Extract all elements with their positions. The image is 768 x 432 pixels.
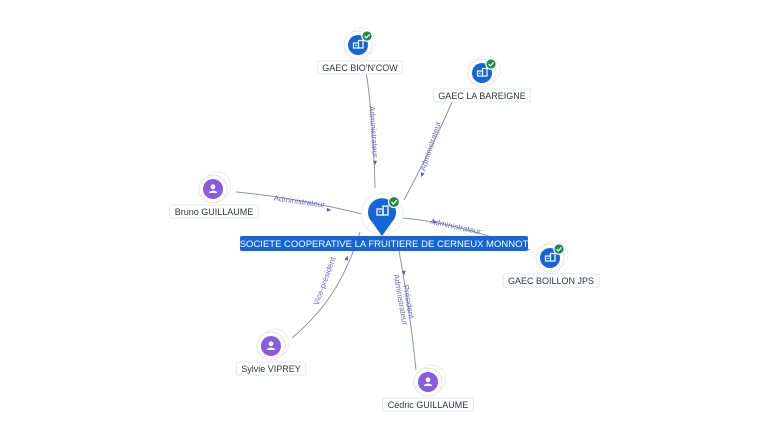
edge-role-label: Administrateur — [429, 217, 482, 237]
edge-gaec-bioncow: Administrateur — [365, 71, 380, 189]
node-label: GAEC LA BAREIGNE — [438, 91, 526, 101]
edge-role-label: Vice-president — [312, 255, 338, 307]
node-cedric-guillaume[interactable]: Cédric GUILLAUME — [382, 364, 474, 412]
edge-role-label: Administrateur — [273, 193, 326, 209]
node-label: GAEC BOILLON JPS — [508, 276, 594, 286]
edge-line — [235, 191, 363, 215]
node-label: Cédric GUILLAUME — [388, 400, 469, 410]
node-label-box — [235, 361, 307, 376]
node-label-box — [502, 273, 600, 288]
person-icon — [423, 377, 433, 386]
person-icon — [208, 184, 218, 193]
verified-check-icon — [387, 195, 401, 209]
building-icon — [376, 205, 389, 216]
center-node[interactable]: SOCIETE COOPERATIVE LA FRUITIERE DE CERN… — [240, 192, 529, 251]
edge-arrow — [373, 160, 377, 166]
person-icon — [266, 341, 276, 350]
center-label-box — [240, 236, 528, 251]
building-icon — [476, 67, 488, 77]
verified-check-icon — [361, 30, 373, 42]
edge-arrow — [326, 207, 332, 212]
verified-check-icon — [553, 243, 565, 255]
node-sylvie-viprey[interactable]: Sylvie VIPREY — [235, 328, 307, 376]
center-label: SOCIETE COOPERATIVE LA FRUITIERE DE CERN… — [240, 239, 529, 250]
edge-arrow — [432, 219, 438, 224]
edge-role-label: Administrateur — [367, 106, 380, 158]
node-label: GAEC BIO'N'COW — [322, 63, 398, 73]
node-label-box — [382, 397, 474, 412]
edge-gaec-la-bareigne: Administrateur — [403, 101, 453, 201]
edge-arrow — [401, 270, 406, 276]
edge-line — [365, 71, 376, 189]
edge-line — [403, 101, 453, 201]
building-icon — [544, 252, 556, 262]
edge-role-label: Administrateur — [418, 120, 443, 172]
node-label-box — [316, 60, 404, 75]
verified-check-icon — [485, 58, 497, 70]
nodes-layer: GAEC BIO'N'COW GAEC LA BAREIGNE GAEC BOILL… — [169, 27, 600, 412]
node-label-box — [432, 88, 532, 103]
node-label-box — [169, 204, 259, 219]
node-label: Bruno GUILLAUME — [175, 207, 254, 217]
node-gaec-boillon-jps[interactable]: GAEC BOILLON JPS — [502, 240, 600, 288]
edge-arrow — [420, 172, 425, 178]
edge-arrow — [344, 255, 349, 261]
building-icon — [352, 39, 364, 49]
node-bruno-guillaume[interactable]: Bruno GUILLAUME — [169, 171, 259, 219]
node-gaec-bioncow[interactable]: GAEC BIO'N'COW — [316, 27, 404, 75]
node-label: Sylvie VIPREY — [241, 364, 301, 374]
node-gaec-la-bareigne[interactable]: GAEC LA BAREIGNE — [432, 55, 532, 103]
